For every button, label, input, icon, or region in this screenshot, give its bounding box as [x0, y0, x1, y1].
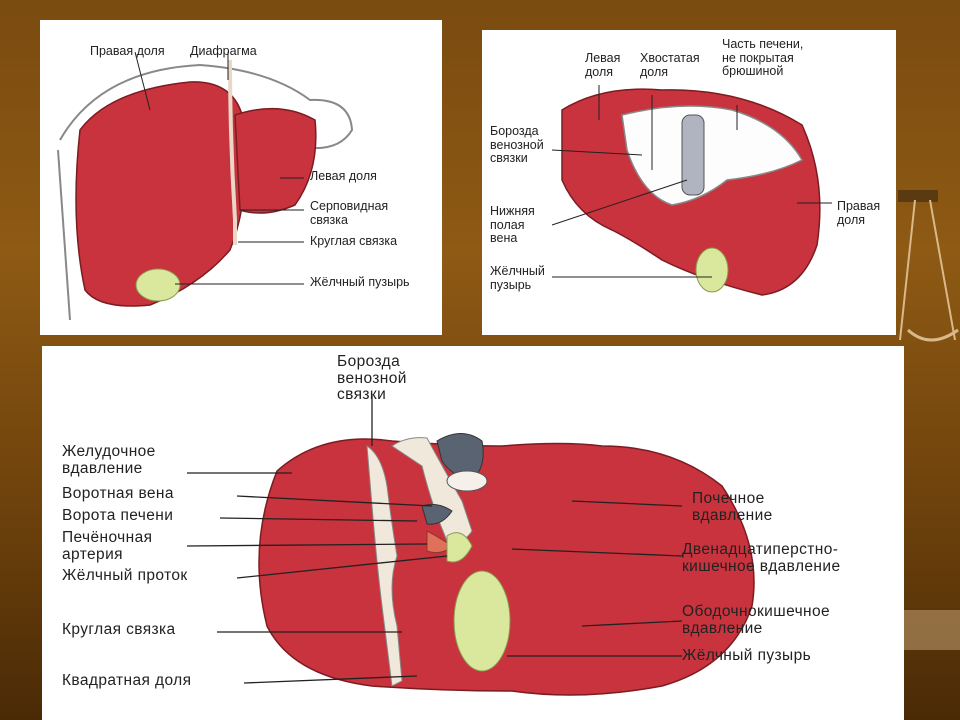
label-hepatic-artery: Печёночная артерия — [62, 529, 153, 563]
ivc-inferior-shape — [436, 433, 484, 482]
label-right-lobe-posterior: Правая доля — [837, 199, 881, 227]
bare-area-shape — [621, 105, 804, 206]
label-ivc: Нижняя полая вена — [490, 204, 535, 245]
liver-inferior-view-panel: Борозда венозной связки Желудочное вдавл… — [42, 346, 904, 720]
liver-anterior-view-panel: Правая доля Диафрагма Левая доля Серпови… — [40, 20, 442, 335]
label-bile-duct: Жёлчный проток — [62, 567, 188, 584]
label-venous-groove-posterior: Борозда венозной связки — [490, 124, 544, 165]
label-right-lobe: Правая доля — [90, 44, 165, 58]
label-gastric-impression: Желудочное вдавление — [62, 443, 156, 477]
liver-posterior-illustration — [551, 85, 832, 296]
label-gallbladder-posterior: Жёлчный пузырь — [490, 264, 545, 292]
label-gallbladder-inferior: Жёлчный пузырь — [682, 647, 812, 664]
liver-inferior-illustration — [186, 396, 755, 696]
label-round-ligament-inferior: Круглая связка — [62, 621, 176, 638]
liver-posterior-view-panel: Левая доля Хвостатая доля Часть печени, … — [482, 30, 896, 335]
right-lobe-shape — [75, 81, 247, 307]
gallbladder-shape — [135, 268, 181, 302]
label-left-lobe-posterior: Левая доля — [585, 51, 621, 79]
label-portal-vein: Воротная вена — [62, 485, 174, 502]
label-venous-groove-inferior: Борозда венозной связки — [337, 353, 407, 404]
label-duodenal-impression: Двенадцатиперстно- кишечное вдавление — [682, 541, 841, 575]
ivc-shape — [681, 114, 705, 196]
gallbladder-shape-inferior — [453, 570, 511, 672]
label-porta-hepatis: Ворота печени — [62, 507, 174, 524]
label-diaphragm: Диафрагма — [190, 44, 257, 58]
label-renal-impression: Почечное вдавление — [692, 490, 773, 524]
left-lobe-shape — [234, 107, 317, 214]
liver-anterior-illustration — [57, 51, 354, 321]
label-quadrate-lobe: Квадратная доля — [62, 672, 192, 689]
label-gallbladder: Жёлчный пузырь — [310, 275, 410, 289]
label-falciform-ligament: Серповидная связка — [310, 199, 389, 227]
label-colic-impression: Ободочнокишечное вдавление — [682, 603, 831, 637]
label-caudate-lobe: Хвостатая доля — [640, 51, 700, 79]
gallbladder-shape-posterior — [695, 247, 729, 293]
label-left-lobe: Левая доля — [310, 169, 377, 183]
label-round-ligament: Круглая связка — [310, 234, 398, 248]
label-bare-area: Часть печени, не покрытая брюшиной — [722, 37, 804, 78]
